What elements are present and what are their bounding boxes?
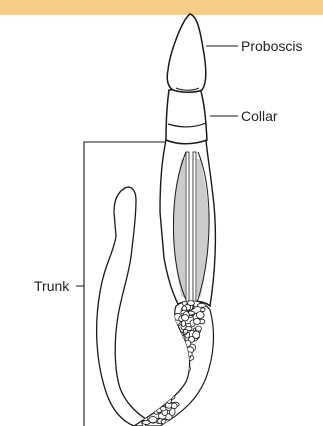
collar (166, 88, 207, 144)
gill-bar-right (193, 152, 196, 304)
tail-outline (97, 187, 158, 426)
proboscis-label: Proboscis (241, 38, 302, 54)
collar-label: Collar (241, 108, 278, 124)
proboscis (167, 14, 206, 92)
gill-bar-left (186, 152, 189, 304)
trunk-label: Trunk (34, 278, 70, 294)
